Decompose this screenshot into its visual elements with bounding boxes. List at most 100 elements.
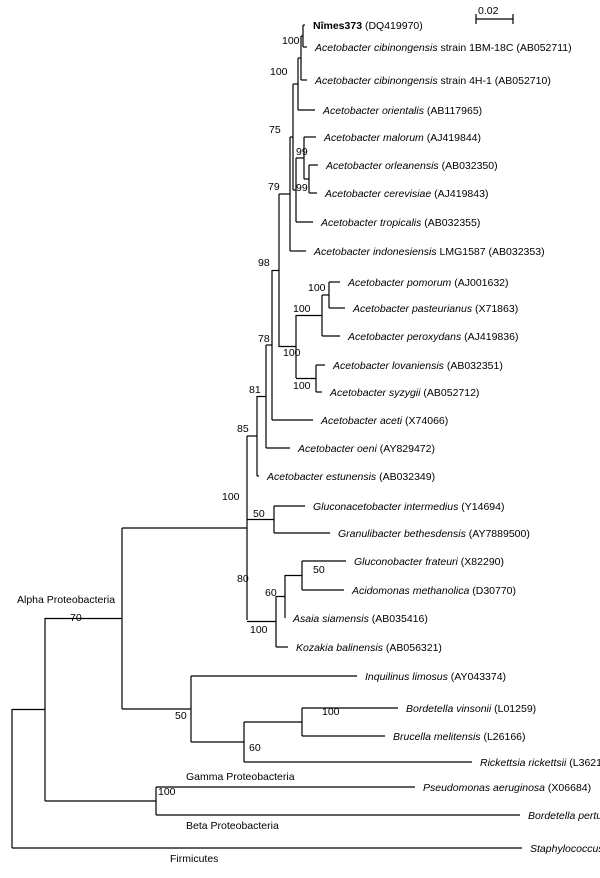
taxon-accession: (AB032353) bbox=[486, 246, 545, 258]
taxon-accession: (AB035416) bbox=[369, 613, 428, 625]
taxon-label-granuli: Granulibacter bethesdensis (AY7889500) bbox=[338, 528, 530, 540]
taxon-label-oeni: Acetobacter oeni (AY829472) bbox=[297, 443, 435, 455]
bootstrap-b-50b: 50 bbox=[175, 710, 187, 722]
taxon-label-peroxydans: Acetobacter peroxydans (AJ419836) bbox=[347, 331, 518, 343]
bootstrap-b-85: 85 bbox=[237, 423, 249, 435]
group-label-gamma: Gamma Proteobacteria bbox=[186, 771, 295, 783]
taxon-accession: (AJ001632) bbox=[451, 277, 508, 289]
taxon-accession: (AB052711) bbox=[513, 42, 571, 54]
taxon-label-malorum: Acetobacter malorum (AJ419844) bbox=[323, 132, 481, 144]
bootstrap-b-81: 81 bbox=[249, 384, 261, 396]
tree-branches bbox=[11, 24, 522, 849]
group-label-firmicutes: Firmicutes bbox=[170, 853, 218, 865]
taxon-label-kozakia: Kozakia balinensis (AB056321) bbox=[296, 642, 442, 654]
taxon-label-pomorum: Acetobacter pomorum (AJ001632) bbox=[347, 277, 509, 289]
bootstrap-b-lov-grp: 100 bbox=[283, 347, 301, 359]
bootstrap-b-asaia-koz: 100 bbox=[250, 624, 268, 636]
taxon-label-estunensis: Acetobacter estunensis (AB032349) bbox=[266, 471, 435, 483]
bootstrap-b-79: 79 bbox=[268, 181, 280, 193]
taxon-name: Acetobacter orleanensis bbox=[325, 160, 439, 172]
taxon-accession: (AJ419836) bbox=[461, 331, 518, 343]
bootstrap-b-80: 80 bbox=[237, 573, 249, 585]
taxon-accession: (AB032351) bbox=[444, 360, 503, 372]
taxon-accession: (AB032355) bbox=[421, 217, 480, 229]
taxon-label-tropicalis: Acetobacter tropicalis (AB032355) bbox=[320, 217, 480, 229]
taxon-label-glucono: Gluconobacter frateuri (X82290) bbox=[354, 556, 504, 568]
taxon-label-syzygii: Acetobacter syzygii (AB052712) bbox=[329, 387, 479, 399]
taxon-accession: (L26166) bbox=[481, 731, 526, 743]
taxon-name: Acetobacter oeni bbox=[297, 443, 377, 455]
bootstrap-b-lov-syz: 100 bbox=[293, 380, 311, 392]
bootstrap-b-mal-group: 99 bbox=[296, 182, 308, 194]
taxon-accession: (AB117965) bbox=[424, 105, 482, 117]
taxon-name: Acetobacter peroxydans bbox=[347, 331, 462, 343]
bootstrap-b-gamma-beta: 100 bbox=[158, 786, 176, 798]
taxon-name: Bordetella vinsonii bbox=[406, 703, 492, 715]
taxon-accession: (X82290) bbox=[458, 556, 504, 568]
taxon-name: Kozakia balinensis bbox=[296, 642, 384, 654]
taxon-name: Acetobacter tropicalis bbox=[320, 217, 422, 229]
taxon-name: Acetobacter estunensis bbox=[266, 471, 377, 483]
taxon-name: Acetobacter malorum bbox=[323, 132, 424, 144]
bootstrap-b-pom-pas: 100 bbox=[308, 282, 326, 294]
taxon-name: Asaia siamensis bbox=[292, 613, 370, 625]
taxon-accession: (X71863) bbox=[472, 303, 518, 315]
bootstrap-b-cib-orient: 100 bbox=[270, 66, 288, 78]
taxon-label-pseudomonas: Pseudomonas aeruginosa (X06684) bbox=[423, 782, 591, 794]
taxon-accession: (AY043374) bbox=[448, 671, 506, 683]
bootstrap-b-pom-pas-per: 100 bbox=[293, 303, 311, 315]
group-label-beta: Beta Proteobacteria bbox=[186, 820, 279, 832]
taxon-label-aceti: Acetobacter aceti (X74066) bbox=[320, 415, 448, 427]
taxon-accession: (D30770) bbox=[469, 585, 516, 597]
taxon-name: Rickettsia rickettsii bbox=[480, 757, 567, 769]
taxon-name: Brucella melitensis bbox=[393, 731, 481, 743]
bootstrap-b-alpha: 70 bbox=[70, 612, 82, 624]
taxon-label-rickettsia: Rickettsia rickettsii (L36217) bbox=[480, 757, 600, 769]
taxon-accession: (Y14694) bbox=[458, 501, 504, 513]
taxon-accession: (AY829472) bbox=[377, 443, 435, 455]
taxon-label-orleanensis: Acetobacter orleanensis (AB032350) bbox=[325, 160, 498, 172]
taxon-name: Acidomonas methanolica bbox=[351, 585, 469, 597]
bootstrap-b-acetobacteraceae: 100 bbox=[222, 491, 240, 503]
taxon-label-gluconaceto: Gluconacetobacter intermedius (Y14694) bbox=[313, 501, 504, 513]
taxon-strain: LMG1587 bbox=[437, 246, 486, 258]
taxon-accession: (AB056321) bbox=[383, 642, 442, 654]
taxon-accession: (AJ419843) bbox=[431, 188, 488, 200]
group-label-alpha: Alpha Proteobacteria bbox=[17, 594, 115, 606]
taxon-strain: strain 1BM-18C bbox=[438, 42, 514, 54]
taxon-name: Acetobacter syzygii bbox=[329, 387, 421, 399]
taxon-name: Acetobacter lovaniensis bbox=[332, 360, 445, 372]
taxon-label-asaia: Asaia siamensis (AB035416) bbox=[292, 613, 428, 625]
taxon-accession: (X74066) bbox=[402, 415, 448, 427]
bootstrap-values: 1001007599997998100100781001008185100505… bbox=[70, 35, 340, 798]
taxon-label-indonesiensis: Acetobacter indonesiensis LMG1587 (AB032… bbox=[313, 246, 545, 258]
taxon-accession: (DQ419970) bbox=[362, 20, 423, 32]
bootstrap-b-vin-bru: 100 bbox=[322, 706, 340, 718]
taxon-label-orientalis: Acetobacter orientalis (AB117965) bbox=[322, 105, 482, 117]
taxon-accession: (AB052710) bbox=[492, 75, 551, 87]
taxon-name: Bordetella pertussis bbox=[528, 810, 600, 822]
bootstrap-b-78: 78 bbox=[258, 333, 270, 345]
taxon-accession: (AB032350) bbox=[439, 160, 498, 172]
taxon-label-staph: Staphylococcus aureus (X68417) bbox=[530, 843, 600, 855]
taxon-label-cib1: Acetobacter cibinongensis strain 1BM-18C… bbox=[314, 42, 572, 54]
bootstrap-b-orl-cer: 99 bbox=[296, 146, 308, 158]
taxon-accession: (L01259) bbox=[491, 703, 536, 715]
bootstrap-b-60: 60 bbox=[265, 587, 277, 599]
taxon-name: Gluconacetobacter intermedius bbox=[313, 501, 459, 513]
taxon-accession: (L36217) bbox=[566, 757, 600, 769]
taxon-name: Acetobacter cibinongensis bbox=[314, 42, 438, 54]
taxon-name: Pseudomonas aeruginosa bbox=[423, 782, 545, 794]
taxon-label-pasteurianus: Acetobacter pasteurianus (X71863) bbox=[352, 303, 518, 315]
taxon-accession: (AY7889500) bbox=[466, 528, 530, 540]
taxon-name: Acetobacter indonesiensis bbox=[313, 246, 437, 258]
taxon-label-brucella: Brucella melitensis (L26166) bbox=[393, 731, 526, 743]
bootstrap-b-cib: 100 bbox=[282, 35, 300, 47]
taxon-name: Acetobacter cerevisiae bbox=[324, 188, 431, 200]
taxon-name: Nîmes373 bbox=[313, 20, 362, 32]
bootstrap-b-60b: 60 bbox=[249, 742, 261, 754]
taxon-name: Gluconobacter frateuri bbox=[354, 556, 459, 568]
taxon-strain: strain 4H-1 bbox=[438, 75, 492, 87]
